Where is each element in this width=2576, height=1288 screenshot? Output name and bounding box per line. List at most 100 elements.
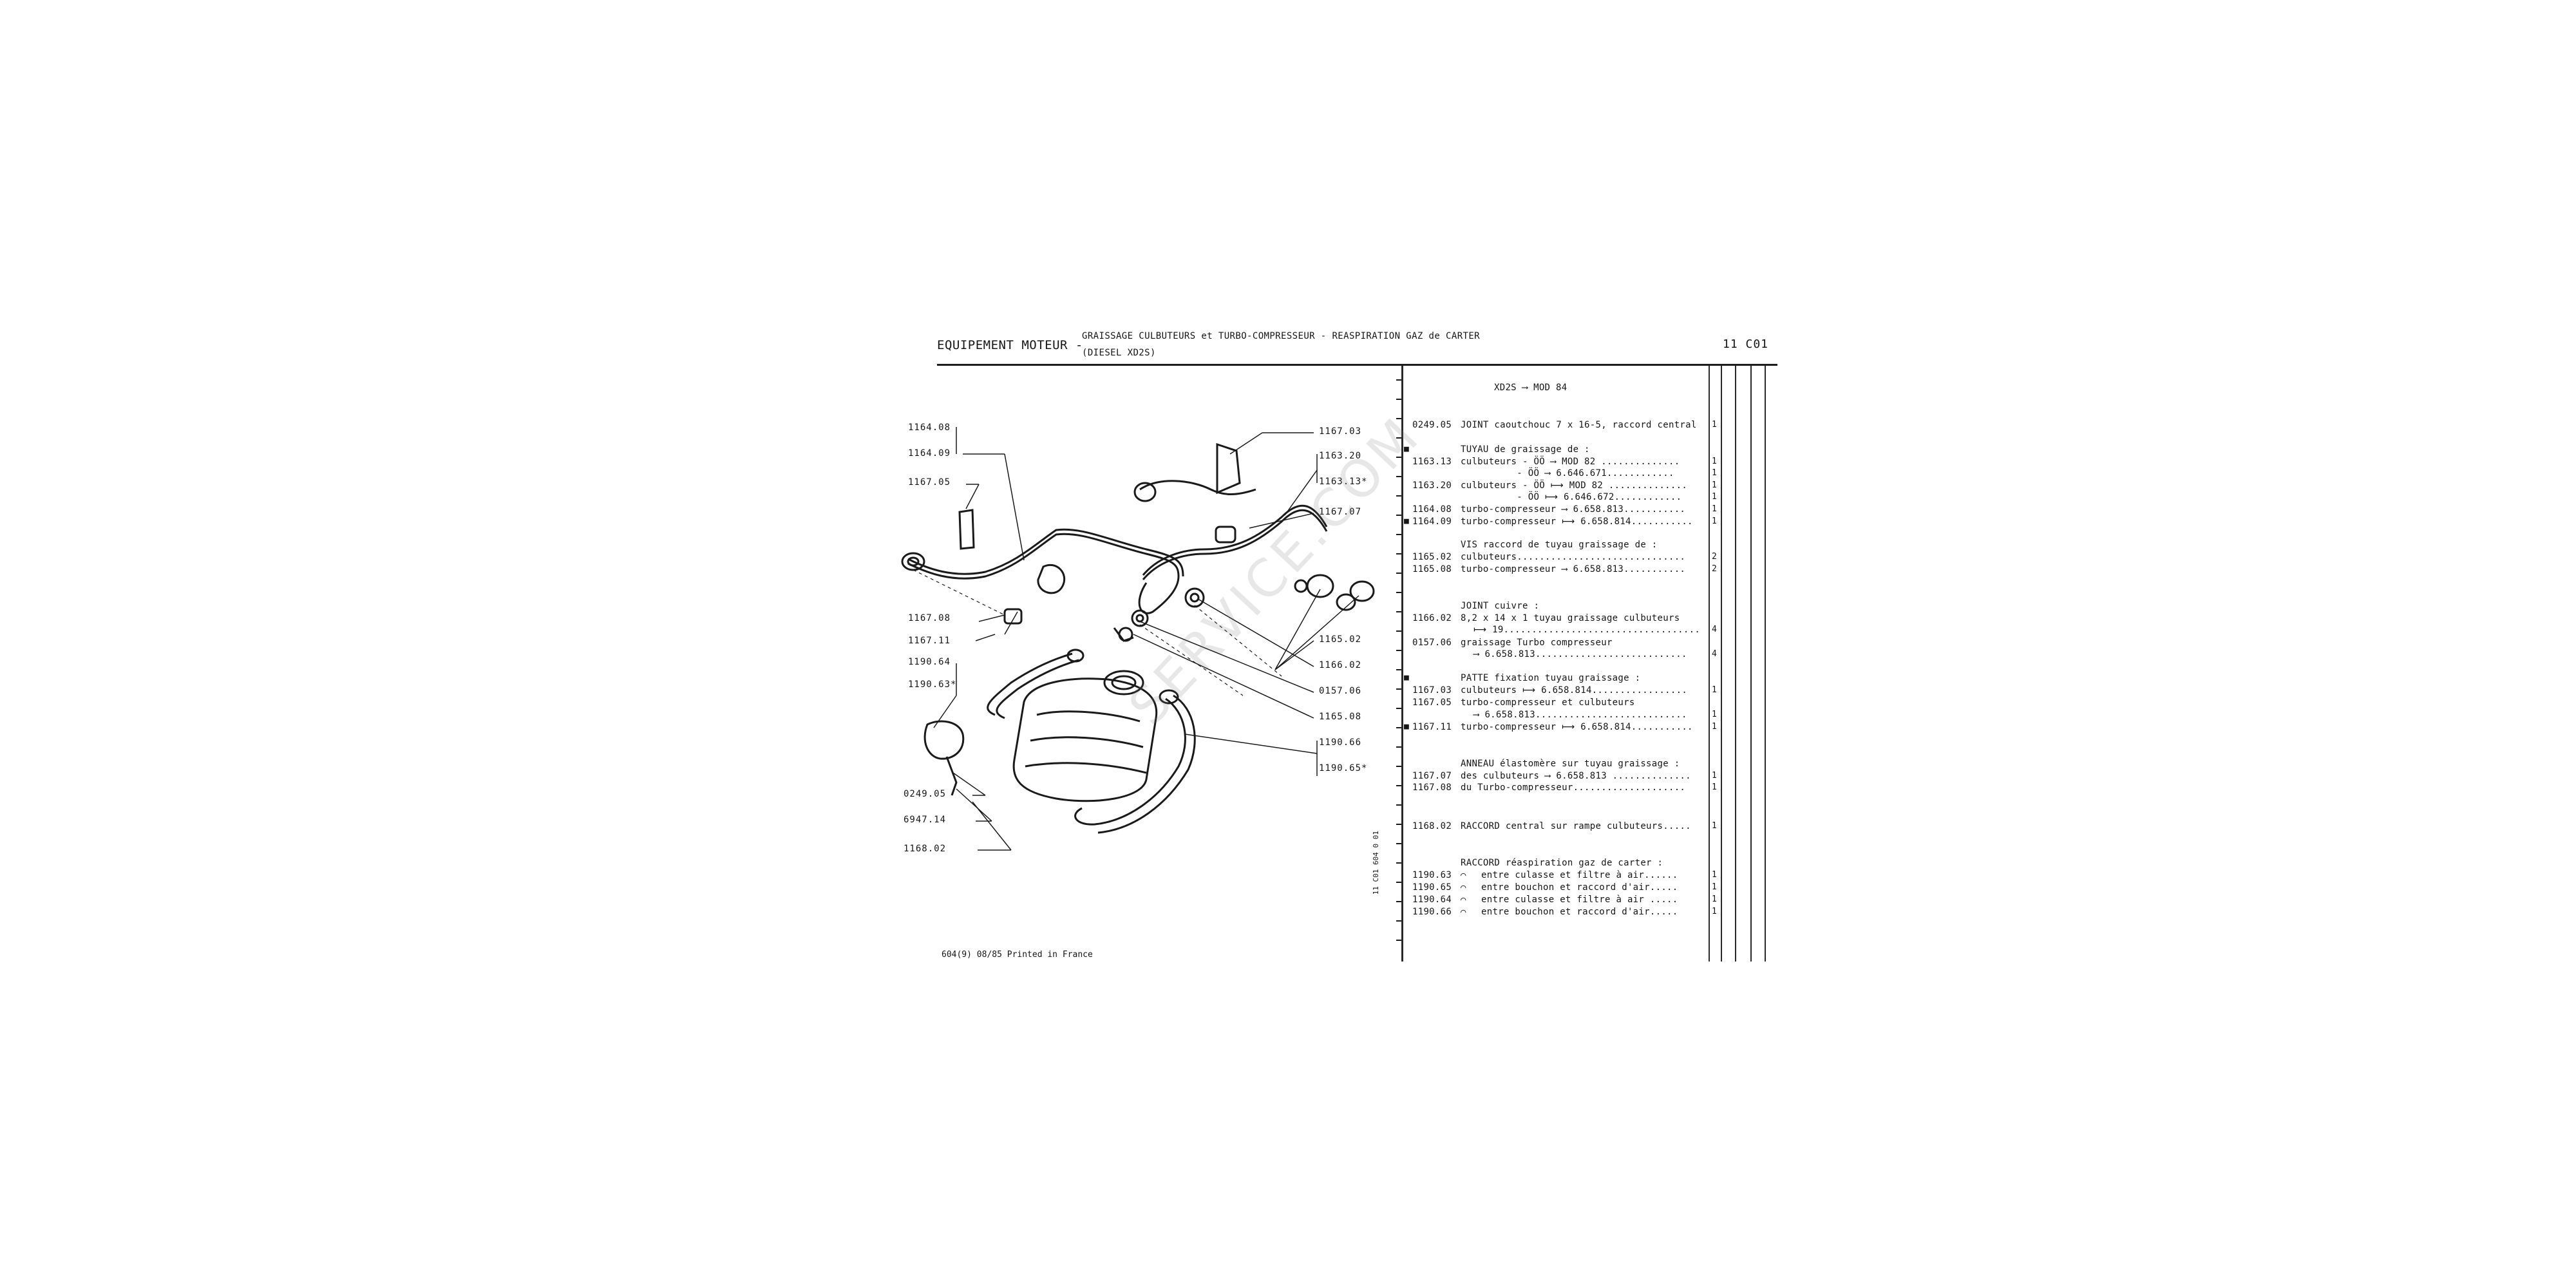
part-description: graissage Turbo compresseur bbox=[1461, 638, 1613, 648]
part-group-heading: RACCORD réaspiration gaz de carter : bbox=[1461, 858, 1663, 868]
section-title: EQUIPEMENT MOTEUR - bbox=[937, 338, 1083, 352]
page-code: 11 C01 bbox=[1723, 337, 1769, 351]
part-description: entre culasse et filtre à air ..... bbox=[1481, 895, 1678, 905]
part-ref: 1164.09 bbox=[1412, 516, 1452, 527]
part-ref: 1167.07 bbox=[1412, 771, 1452, 781]
part-description: 8,2 x 14 x 1 tuyau graissage culbuteurs bbox=[1461, 613, 1680, 623]
part-ref: 1167.11 bbox=[1412, 722, 1452, 732]
part-ref: 1167.08 bbox=[1412, 782, 1452, 793]
part-ref: 1167.03 bbox=[1412, 685, 1452, 696]
part-qty: 1 bbox=[1712, 710, 1717, 719]
part-qty: 2 bbox=[1712, 552, 1717, 562]
new-part-marker: ■ bbox=[1404, 673, 1409, 683]
part-qty: 2 bbox=[1712, 564, 1717, 574]
callout-label: 1190.63* bbox=[908, 679, 957, 690]
part-ref: 0249.05 bbox=[1412, 420, 1452, 430]
part-qty: 1 bbox=[1712, 782, 1717, 792]
part-ref: 1165.02 bbox=[1412, 552, 1452, 562]
part-ref: 1190.63 bbox=[1412, 870, 1452, 880]
part-description: culbuteurs.............................. bbox=[1461, 552, 1686, 562]
part-description: culbuteurs - ÖÖ ⟶ MOD 82 .............. bbox=[1461, 457, 1680, 467]
part-qty: 1 bbox=[1712, 457, 1717, 466]
part-description: entre bouchon et raccord d'air..... bbox=[1481, 882, 1678, 893]
part-ref: 1163.20 bbox=[1412, 480, 1452, 491]
part-ref: 0157.06 bbox=[1412, 638, 1452, 648]
callout-label: 1190.66 bbox=[1319, 737, 1362, 748]
part-description: entre culasse et filtre à air...... bbox=[1481, 870, 1678, 880]
callout-label: 1190.65* bbox=[1319, 763, 1368, 773]
hose-icon: ⌒ bbox=[1461, 870, 1466, 880]
part-description: RACCORD central sur rampe culbuteurs....… bbox=[1461, 821, 1691, 831]
part-qty: 1 bbox=[1712, 882, 1717, 892]
callout-label: 1167.08 bbox=[908, 613, 951, 623]
part-description: turbo-compresseur et culbuteurs bbox=[1461, 697, 1635, 708]
part-qty: 4 bbox=[1712, 649, 1717, 659]
engine-variant: (DIESEL XD2S) bbox=[1082, 348, 1156, 358]
callout-label: 0249.05 bbox=[904, 789, 947, 799]
callout-label: 1167.11 bbox=[908, 636, 951, 646]
callout-label: 1168.02 bbox=[904, 844, 947, 854]
part-ref: 1163.13 bbox=[1412, 457, 1452, 467]
part-description: entre bouchon et raccord d'air..... bbox=[1481, 907, 1678, 917]
part-ref: 1190.64 bbox=[1412, 895, 1452, 905]
hose-icon: ⌒ bbox=[1461, 895, 1466, 905]
part-ref: 1167.05 bbox=[1412, 697, 1452, 708]
part-qty: 1 bbox=[1712, 516, 1717, 526]
part-description: - ÖÖ ⟼ 6.646.672............ bbox=[1461, 492, 1682, 502]
part-qty: 1 bbox=[1712, 771, 1717, 781]
part-description: ⟶ 6.658.813........................... bbox=[1473, 710, 1687, 720]
part-group-heading: VIS raccord de tuyau graissage de : bbox=[1461, 540, 1658, 550]
part-description: JOINT caoutchouc 7 x 16-5, raccord centr… bbox=[1461, 420, 1697, 430]
hose-icon: ⌒ bbox=[1461, 882, 1466, 893]
callout-label: 1190.64 bbox=[908, 657, 951, 667]
part-ref: 1166.02 bbox=[1412, 613, 1452, 623]
callout-label: 1164.09 bbox=[908, 448, 951, 459]
callout-label: 1167.03 bbox=[1319, 426, 1362, 437]
part-description: culbuteurs ⟼ 6.658.814................. bbox=[1461, 685, 1688, 696]
header-rule bbox=[937, 364, 1777, 366]
hose-icon: ⌒ bbox=[1461, 907, 1466, 917]
part-ref: 1190.66 bbox=[1412, 907, 1452, 917]
column-rule bbox=[1750, 366, 1752, 961]
part-group-heading: PATTE fixation tuyau graissage : bbox=[1461, 673, 1641, 683]
print-note: 604(9) 08/85 Printed in France bbox=[942, 950, 1093, 960]
part-qty: 1 bbox=[1712, 870, 1717, 880]
model-line: XD2S ⟶ MOD 84 bbox=[1494, 383, 1567, 393]
part-description: turbo-compresseur ⟶ 6.658.813........... bbox=[1461, 564, 1686, 574]
section-subtitle: GRAISSAGE CULBUTEURS et TURBO-COMPRESSEU… bbox=[1082, 331, 1481, 341]
callout-label: 6947.14 bbox=[904, 815, 947, 825]
part-description: turbo-compresseur ⟼ 6.658.814........... bbox=[1461, 722, 1693, 732]
callout-label: 1163.13* bbox=[1319, 477, 1368, 487]
part-qty: 1 bbox=[1712, 468, 1717, 478]
callout-label: 1167.05 bbox=[908, 477, 951, 488]
part-qty: 1 bbox=[1712, 907, 1717, 916]
callout-label: 1165.08 bbox=[1319, 712, 1362, 722]
side-code: 11 C01 604 0 01 bbox=[1372, 831, 1380, 895]
new-part-marker: ■ bbox=[1404, 444, 1409, 454]
part-qty: 1 bbox=[1712, 895, 1717, 904]
callout-label: 1167.07 bbox=[1319, 507, 1362, 517]
part-ref: 1168.02 bbox=[1412, 821, 1452, 831]
part-description: des culbuteurs ⟶ 6.658.813 .............… bbox=[1461, 771, 1691, 781]
part-group-heading: JOINT cuivre : bbox=[1461, 601, 1540, 611]
part-qty: 1 bbox=[1712, 504, 1717, 514]
callout-label: 1166.02 bbox=[1319, 660, 1362, 670]
column-rule bbox=[1709, 366, 1710, 961]
part-ref: 1190.65 bbox=[1412, 882, 1452, 893]
column-rule bbox=[1401, 366, 1403, 961]
part-description: du Turbo-compresseur.................... bbox=[1461, 782, 1686, 793]
callout-label: 1163.20 bbox=[1319, 451, 1362, 461]
part-description: culbuteurs - ÖÖ ⟼ MOD 82 .............. bbox=[1461, 480, 1688, 491]
part-qty: 1 bbox=[1712, 420, 1717, 430]
part-description: ⟶ 6.658.813........................... bbox=[1473, 649, 1687, 659]
part-ref: 1164.08 bbox=[1412, 504, 1452, 515]
part-qty: 1 bbox=[1712, 685, 1717, 695]
part-ref: 1165.08 bbox=[1412, 564, 1452, 574]
part-qty: 1 bbox=[1712, 722, 1717, 732]
part-description: - ÖÖ ⟶ 6.646.671............ bbox=[1461, 468, 1674, 478]
part-qty: 1 bbox=[1712, 492, 1717, 502]
part-qty: 4 bbox=[1712, 625, 1717, 634]
part-group-heading: TUYAU de graissage de : bbox=[1461, 444, 1590, 455]
